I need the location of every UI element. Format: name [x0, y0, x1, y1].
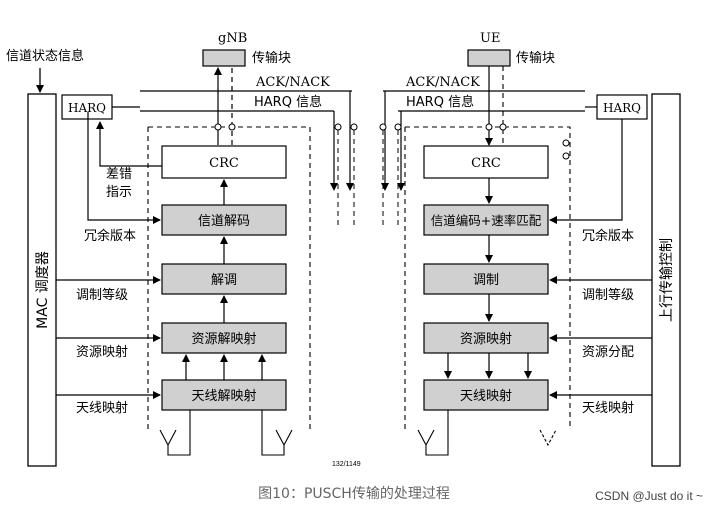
ue-encode-box — [423, 204, 549, 236]
error-indication-label-2: 指示 — [106, 185, 132, 200]
gnb-transport-block — [202, 49, 246, 67]
rv-right-arrow — [549, 119, 623, 224]
figure-caption: 图10：PUSCH传输的处理过程 — [258, 486, 450, 502]
ue-antenna-map-box — [423, 379, 549, 411]
ue-node — [562, 139, 570, 147]
gnb-transport-block-label: 传输块 — [252, 50, 291, 66]
gnb-node — [350, 123, 358, 131]
ue-harq-box-label: HARQ — [603, 101, 641, 115]
ue-antenna-icon — [417, 410, 449, 456]
gnb-antenna-icon — [159, 410, 191, 456]
gnb-antenna-demap-label: 天线解映射 — [191, 388, 256, 404]
gnb-decode-label: 信道解码 — [198, 214, 250, 229]
uplink-control-label: 上行传输控制 — [659, 238, 675, 322]
gnb-demod-label: 解调 — [211, 273, 237, 288]
ue-crc-label: CRC — [471, 156, 501, 171]
ue-node — [499, 123, 507, 131]
ue-resource-map-label: 资源映射 — [460, 331, 512, 347]
ue-resource-map-box — [423, 322, 549, 354]
gnb-antenna-demap-box — [161, 379, 287, 411]
ue-node — [379, 123, 387, 131]
error-indication-label-1: 差错 — [106, 167, 132, 182]
gnb-node — [334, 123, 342, 131]
ue-mod-label: 调制 — [473, 273, 499, 288]
gnb-crc-label: CRC — [209, 156, 239, 171]
gnb-demod-box — [161, 263, 287, 295]
uplink-control-box — [651, 93, 681, 467]
mod-order-left-label: 调制等级 — [76, 287, 128, 303]
ue-title: UE — [480, 31, 500, 46]
ue-node — [394, 123, 402, 131]
gnb-title: gNB — [218, 31, 247, 46]
gnb-harq-info-label: HARQ 信息 — [254, 94, 322, 110]
gnb-crc-box — [161, 145, 287, 179]
gnb-node — [214, 123, 222, 131]
ue-encode-label: 信道编码+速率匹配 — [431, 213, 542, 228]
gnb-dashed-boundary — [147, 126, 311, 430]
rv-left-arrow — [87, 112, 161, 224]
gnb-harq-box-label: HARQ — [68, 101, 106, 115]
ue-mod-box — [423, 263, 549, 295]
gnb-node — [228, 123, 236, 131]
mac-scheduler-label: MAC 调度器 — [35, 251, 51, 329]
gnb-decode-box — [161, 204, 287, 236]
mod-order-right-label: 调制等级 — [582, 287, 634, 303]
ue-antenna-map-label: 天线映射 — [460, 388, 512, 404]
resource-allocation-right-label: 资源分配 — [582, 345, 634, 360]
ue-dashed-boundary — [404, 126, 571, 430]
antenna-mapping-right-label: 天线映射 — [582, 400, 634, 416]
redundancy-version-right-label: 冗余版本 — [582, 228, 634, 244]
gnb-antenna-icon — [261, 410, 293, 456]
ue-ack-nack-label: ACK/NACK — [405, 75, 480, 90]
resource-mapping-left-label: 资源映射 — [76, 344, 128, 360]
page-number: 132/1149 — [332, 461, 361, 468]
ue-transport-block-label: 传输块 — [516, 50, 555, 66]
ue-crc-box — [423, 145, 549, 179]
redundancy-version-left-label: 冗余版本 — [84, 228, 136, 244]
watermark: CSDN @Just do it ~ — [595, 489, 703, 503]
ue-node — [485, 123, 493, 131]
antenna-mapping-left-label: 天线映射 — [76, 400, 128, 416]
gnb-resource-demap-label: 资源解映射 — [191, 331, 256, 347]
channel-state-info-label: 信道状态信息 — [6, 48, 84, 64]
gnb-resource-demap-box — [161, 322, 287, 354]
gnb-harq-box — [61, 94, 113, 120]
gnb-error-feedback — [96, 121, 162, 167]
gnb-ack-nack-label: ACK/NACK — [255, 75, 330, 90]
ue-harq-info-label: HARQ 信息 — [406, 94, 474, 110]
ue-antenna-icon — [539, 429, 557, 447]
ue-node — [562, 152, 570, 160]
ue-transport-block — [467, 49, 511, 67]
